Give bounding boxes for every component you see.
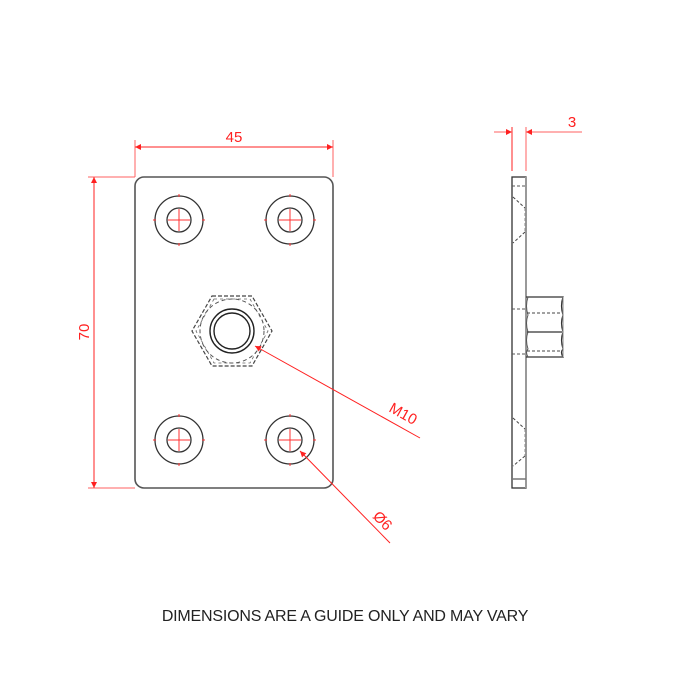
hole-diameter-label: Ø6	[369, 508, 395, 534]
dimension-thickness: 3	[494, 114, 582, 171]
dimension-width: 45	[134, 129, 334, 177]
side-plate	[511, 176, 527, 489]
dimension-height: 70	[76, 176, 135, 489]
mounting-hole-bottom-right	[264, 414, 316, 466]
mounting-hole-top-left	[153, 194, 205, 246]
thickness-label: 3	[568, 114, 576, 131]
width-label: 45	[226, 129, 243, 146]
disclaimer-note: DIMENSIONS ARE A GUIDE ONLY AND MAY VARY	[161, 608, 529, 625]
plate-outline	[134, 176, 334, 489]
hex-nut-front	[191, 295, 273, 367]
thread-label: M10	[386, 400, 420, 429]
leader-thread: M10	[254, 345, 421, 439]
mounting-hole-top-right	[264, 194, 316, 246]
mounting-hole-bottom-left	[153, 414, 205, 466]
front-view	[134, 176, 334, 489]
side-view	[511, 176, 565, 489]
leader-hole-diameter: Ø6	[299, 450, 395, 544]
hex-nut-side	[526, 296, 565, 358]
height-label: 70	[76, 324, 93, 341]
